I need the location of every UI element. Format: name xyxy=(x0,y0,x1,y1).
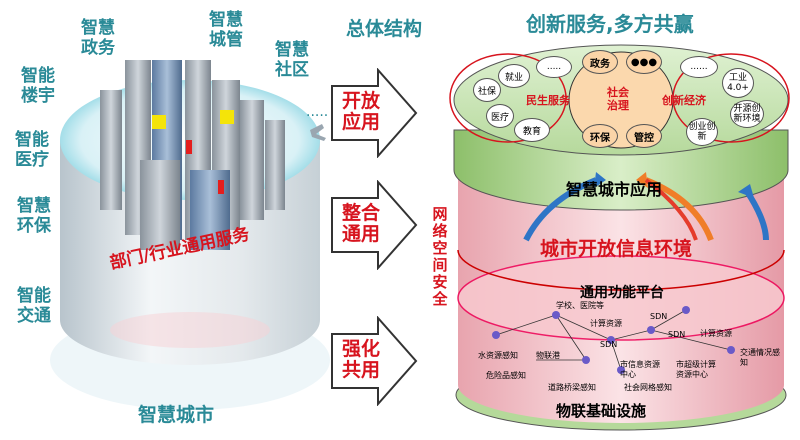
node-roads: 道路桥梁感知 xyxy=(548,383,596,392)
node-info-center: 市信息资源中心 xyxy=(620,360,660,379)
heading-overall-structure: 总体结构 xyxy=(346,18,423,40)
infrastructure-label: 物联基础设施 xyxy=(556,402,647,420)
arrow-label-strengthen: 强化共用 xyxy=(341,338,380,381)
label-smart-medical: 智能医疗 xyxy=(15,130,49,170)
node-grid: 社会网格感知 xyxy=(624,383,672,392)
label-smart-city-management: 智慧城管 xyxy=(209,10,243,50)
node-sdn-1: SDN xyxy=(650,312,668,321)
title-livelihood: 民生服务 xyxy=(526,94,570,107)
arrow-integrate xyxy=(331,180,418,270)
arrow-open-application xyxy=(331,68,418,158)
label-smart-government: 智慧政务 xyxy=(81,18,115,58)
node-iot-port: 物联港 xyxy=(536,351,560,360)
dots-icon: ..... xyxy=(306,104,329,120)
bubble-entrepreneurship: 创业创新 xyxy=(686,118,718,146)
label-smart-building: 智能楼宇 xyxy=(21,66,55,106)
bubble-environment: 环保 xyxy=(582,124,618,148)
node-water: 水资源感知 xyxy=(478,351,518,360)
node-compute-2: 计算资源 xyxy=(700,329,732,338)
label-smart-environment: 智慧环保 xyxy=(17,196,51,236)
platform-label: 通用功能平台 xyxy=(580,285,664,301)
label-smart-transport: 智能交通 xyxy=(17,286,51,326)
node-schools: 学校、医院等 xyxy=(556,301,604,310)
bubble-education: 教育 xyxy=(514,118,550,142)
node-hazard: 危险品感知 xyxy=(486,371,526,380)
title-governance: 社会治理 xyxy=(607,86,629,112)
node-sdn-3: SDN xyxy=(600,340,618,349)
arrow-label-open-application: 开放应用 xyxy=(341,90,380,133)
bubble-medical: 医疗 xyxy=(486,104,514,128)
label-smart-community: 智慧社区 xyxy=(275,40,309,80)
arrow-strengthen xyxy=(331,316,418,406)
node-traffic: 交通情况感知 xyxy=(740,348,780,367)
env-layer-label: 城市开放信息环境 xyxy=(540,238,693,260)
bubble-government: 政务 xyxy=(582,50,618,74)
bubble-control: 管控 xyxy=(626,124,662,148)
node-sdn-2: SDN xyxy=(668,330,686,339)
smart-city-title: 智慧城市 xyxy=(138,404,215,426)
node-supercomputing: 市超级计算资源中心 xyxy=(676,360,716,379)
app-layer-label: 智慧城市应用 xyxy=(566,180,663,199)
bubble-economy-dots: ...... xyxy=(680,56,718,78)
arrow-label-integrate: 整合通用 xyxy=(341,202,380,245)
bubble-industry-40: 工业4.0+ xyxy=(722,68,754,98)
security-label: 网络空间安全 xyxy=(432,205,448,308)
bubble-open-source: 开源创新环境 xyxy=(730,100,764,128)
bubble-governance-dots: ●●● xyxy=(626,50,662,74)
bubble-employment: 就业 xyxy=(498,64,530,88)
node-compute-1: 计算资源 xyxy=(590,319,622,328)
bubble-livelihood-dots: ..... xyxy=(536,56,572,78)
smart-city-cylinder xyxy=(50,60,330,410)
heading-innovation: 创新服务,多方共赢 xyxy=(526,12,694,36)
title-economy: 创新经济 xyxy=(662,94,706,107)
bubble-social-security: 社保 xyxy=(473,78,501,102)
